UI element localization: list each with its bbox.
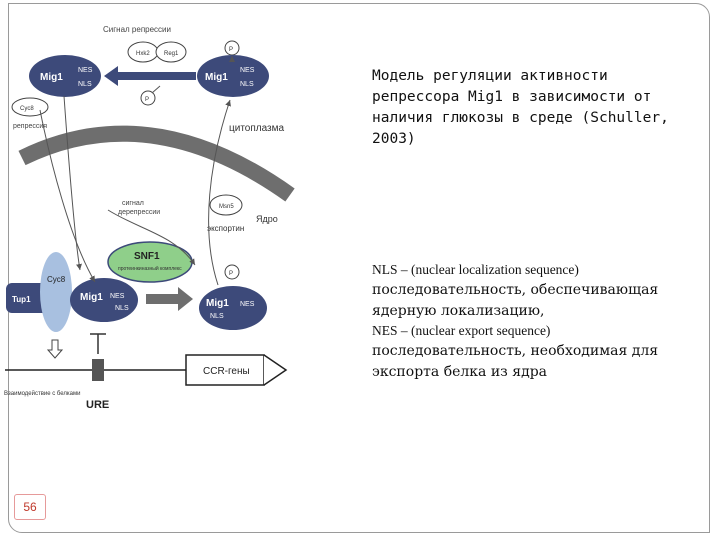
mig1-label-tr: Mig1: [205, 72, 228, 83]
slide-frame: [8, 3, 710, 533]
nes-label-bound: NES: [110, 293, 125, 300]
msn5-oval: [209, 194, 243, 216]
p-link-mid: [151, 85, 161, 94]
nls-label-tr: NLS: [240, 81, 254, 88]
export-arrow: [104, 66, 196, 86]
mig1-label-bound: Mig1: [80, 292, 103, 303]
mig1-import-arrow: [63, 95, 82, 271]
p-circle-nuc: [224, 264, 240, 280]
page-number: 56: [14, 494, 46, 520]
nes-abbr: NES – (nuclear export sequence): [372, 323, 551, 338]
cyc8-oval: [40, 252, 72, 332]
nuclear-membrane: [18, 125, 295, 202]
exportin-label: экспортин: [207, 224, 244, 233]
cyc8-label: Cyc8: [47, 275, 66, 284]
nls-abbr: NLS – (nuclear localization sequence): [372, 262, 579, 277]
tup1-label: Tup1: [12, 295, 31, 304]
p-label-top: P: [229, 47, 233, 53]
p-label-nuc: P: [229, 271, 233, 277]
p-circle-top: [224, 40, 240, 56]
mig1-export-arrow: [208, 99, 231, 286]
repression-arrow-down: [39, 109, 96, 283]
ccr-genes-label: CCR-гены: [203, 366, 250, 377]
reg1-label: Reg1: [164, 51, 179, 57]
nes-desc: последовательность, необходимая для эксп…: [372, 343, 659, 380]
repression-label: репрессия: [13, 123, 47, 130]
nes-label-free: NES: [240, 301, 255, 308]
mig1-label-tl: Mig1: [40, 72, 63, 83]
cyc8-label-small: Cyc8: [20, 106, 34, 112]
derepression-signal-line1: сигнал: [122, 200, 144, 207]
release-arrow: [146, 287, 193, 311]
mig1-free-nucleus: [199, 286, 267, 330]
interaction-label: Взаимодействие с белками: [4, 390, 81, 397]
nls-label-tl: NLS: [78, 81, 92, 88]
derepression-signal-line2: дерепрессии: [118, 209, 160, 216]
slide-title: Модель регуляции активности репрессора M…: [372, 68, 669, 147]
ure-label: URE: [86, 399, 109, 411]
mig1-bound: [70, 278, 138, 322]
p-label-mid: P: [145, 97, 149, 103]
mig1-cyto-right: [197, 55, 269, 97]
p-circle-mid: [140, 90, 156, 106]
nucleus-label: Ядро: [256, 214, 278, 224]
nes-label-tl: NES: [78, 67, 93, 74]
snf1-label: SNF1: [134, 251, 160, 262]
mig1-regulation-diagram: Сигнал репрессии Hxk2 Reg1 P Mig1 NES NL…: [4, 25, 295, 411]
nls-label-bound: NLS: [115, 305, 129, 312]
reg1-oval: [155, 41, 187, 63]
hxk2-label: Hxk2: [136, 51, 150, 57]
snf1-sub-label: протеинкиназный комплекс: [118, 265, 182, 272]
cytoplasm-label: цитоплазма: [229, 123, 285, 134]
nls-label-free: NLS: [210, 313, 224, 320]
nls-desc: последовательность, обеспечивающая ядерн…: [372, 282, 659, 319]
ure-box: [92, 359, 104, 381]
derepress-open-arrow: [46, 339, 64, 359]
cyc8-oval-small: [11, 97, 49, 117]
tup1-box: [6, 283, 50, 313]
msn5-label: Msn5: [219, 204, 234, 210]
mig1-cyto-left: [29, 55, 101, 97]
ccr-gene-tip: [263, 354, 288, 386]
derepression-arrow: [107, 209, 196, 266]
definitions: NLS – (nuclear localization sequence) по…: [372, 260, 692, 382]
repression-signal-label: Сигнал репрессии: [103, 25, 171, 34]
nes-label-tr: NES: [240, 67, 255, 74]
mig1-label-free: Mig1: [206, 298, 229, 309]
